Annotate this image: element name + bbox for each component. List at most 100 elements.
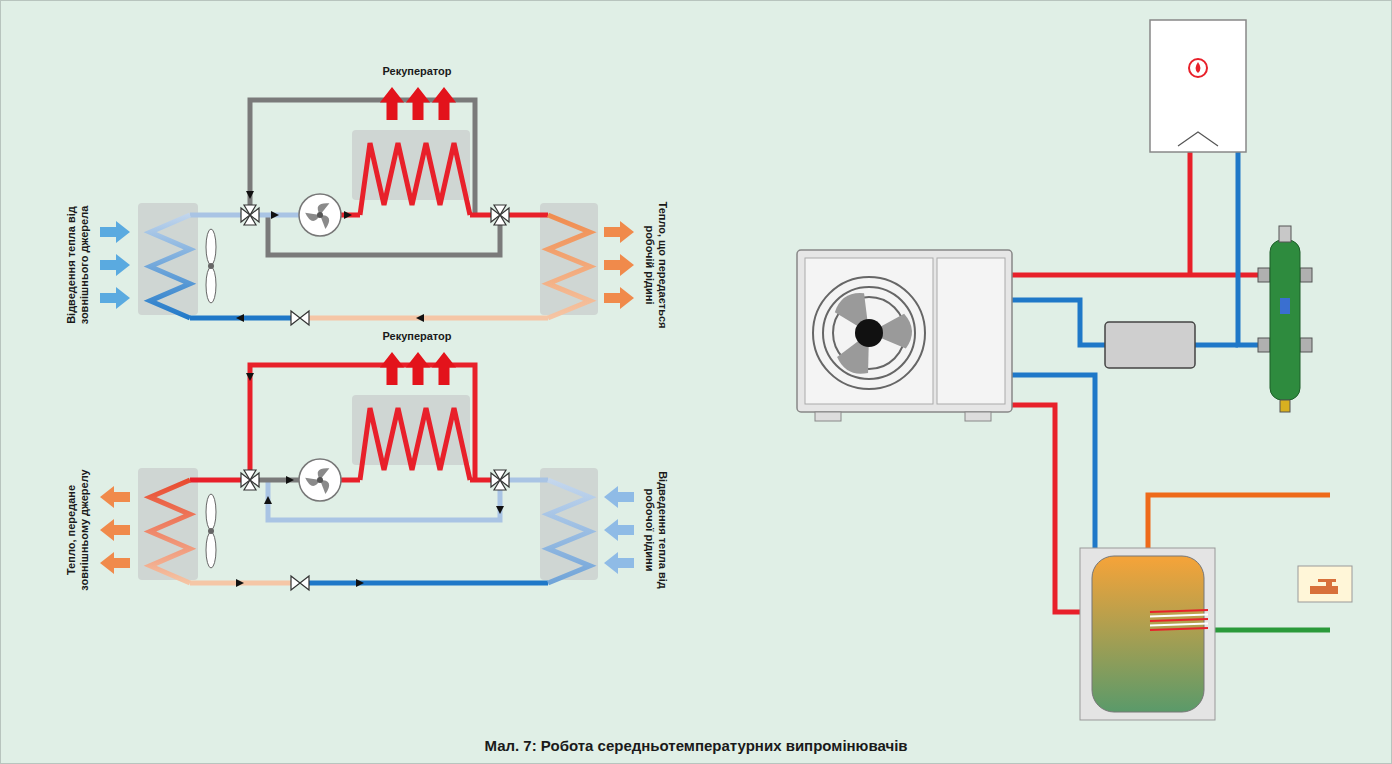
pipe-fitting (1258, 338, 1270, 352)
heat-flow-label: Тепло, що передається робочій рідині (643, 198, 669, 333)
pipe (470, 213, 491, 218)
unit-foot (965, 412, 991, 421)
pipe (509, 213, 548, 218)
flame-icon (1196, 62, 1201, 73)
cooling-cycle (100, 352, 634, 590)
boiler (1150, 20, 1246, 152)
part-name: Рекуператор (382, 330, 451, 343)
valve-symbol (244, 480, 256, 490)
heat-arrow (406, 87, 430, 120)
compressor-symbol (299, 459, 341, 501)
heat-arrow (380, 87, 404, 120)
valve-symbol (494, 470, 506, 480)
heat-arrow (100, 519, 130, 541)
heat-flow-label: Відведення тепла від робочої рідини (643, 463, 669, 598)
heat-exchanger-coil (150, 215, 190, 318)
heat-exchanger-coil (150, 480, 190, 583)
boiler-mark (1178, 132, 1218, 146)
flow-arrow (264, 496, 272, 504)
flame-icon (1189, 59, 1207, 77)
tank-coil (1150, 615, 1208, 617)
heat-arrow (100, 221, 130, 243)
figure-caption: Мал. 7: Робота середньотемпературних вип… (484, 737, 907, 754)
unit-foot (815, 412, 841, 421)
tank-coil (1150, 619, 1208, 621)
pipe-fitting (1300, 338, 1312, 352)
pipe (470, 478, 491, 483)
recuperator-coil (360, 143, 470, 215)
pipe (509, 478, 548, 483)
pipe (309, 316, 548, 321)
pipe (1012, 273, 1268, 278)
tank-coil (1150, 628, 1208, 630)
heat-arrow (604, 221, 634, 243)
fan-hub (855, 319, 883, 347)
fan-hub (208, 263, 214, 269)
heat-flow-label: Тепло, передане зовнішньому джерелу (65, 463, 91, 598)
flow-arrow (344, 211, 352, 219)
valve-symbol (300, 311, 309, 325)
fan-blade (206, 532, 216, 568)
heat-pump-unit (797, 250, 1012, 412)
heat-exchanger-coil (548, 215, 590, 318)
pipe-fitting (1258, 268, 1270, 282)
heat-arrow (604, 287, 634, 309)
air-vent (1279, 226, 1291, 242)
valve-symbol (291, 311, 300, 325)
flow-arrow (246, 373, 254, 381)
valve-symbol (291, 576, 300, 590)
separator-label-plate (1280, 298, 1290, 314)
valve-symbol (494, 205, 506, 215)
fan-blade (206, 267, 216, 303)
heat-arrow (432, 352, 456, 385)
heat-arrow (100, 254, 130, 276)
heat-arrow (100, 552, 130, 574)
heat-arrow (604, 254, 634, 276)
flow-arrow (496, 506, 504, 514)
compressor-symbol (299, 194, 341, 236)
heat-arrow (100, 486, 130, 508)
valve-symbol (494, 215, 506, 225)
expansion-tank (1105, 322, 1195, 368)
heat-arrow (604, 519, 634, 541)
fan-blade (206, 494, 216, 530)
tank-housing (1080, 548, 1215, 720)
flow-arrow (236, 579, 244, 587)
fan-grille (823, 287, 915, 379)
flow-arrow (271, 211, 279, 219)
valve-symbol (244, 470, 256, 480)
pipe (1148, 495, 1330, 556)
pipe (1012, 300, 1105, 345)
pipe (1188, 152, 1193, 275)
pipe (1238, 152, 1268, 345)
flow-arrow (246, 191, 254, 199)
fan-blade (206, 229, 216, 265)
pipe (341, 478, 360, 483)
pipe (190, 213, 241, 218)
side-panel (937, 258, 1005, 404)
valve-symbol (300, 576, 309, 590)
flow-arrow (286, 476, 294, 484)
pipe (309, 581, 548, 586)
valve-symbol (494, 480, 506, 490)
heat-arrow (406, 352, 430, 385)
part-name: Рекуператор (382, 65, 451, 78)
heat-arrow (604, 552, 634, 574)
fan-panel (805, 258, 933, 404)
compressor-hub (317, 212, 323, 218)
pipe (190, 478, 241, 483)
faucet-icon (1298, 566, 1352, 602)
heat-flow-label: Відведення тепла від зовнішнього джерела (65, 198, 91, 333)
hydraulic-separator (1270, 240, 1300, 400)
heat-exchanger-coil (548, 480, 590, 583)
pipe (1205, 628, 1330, 633)
faucet-icon (1310, 579, 1338, 594)
compressor-hub (317, 477, 323, 483)
flow-arrow (416, 314, 424, 322)
heat-arrow (380, 352, 404, 385)
valve-symbol (244, 215, 256, 225)
tank-coil (1150, 610, 1208, 612)
